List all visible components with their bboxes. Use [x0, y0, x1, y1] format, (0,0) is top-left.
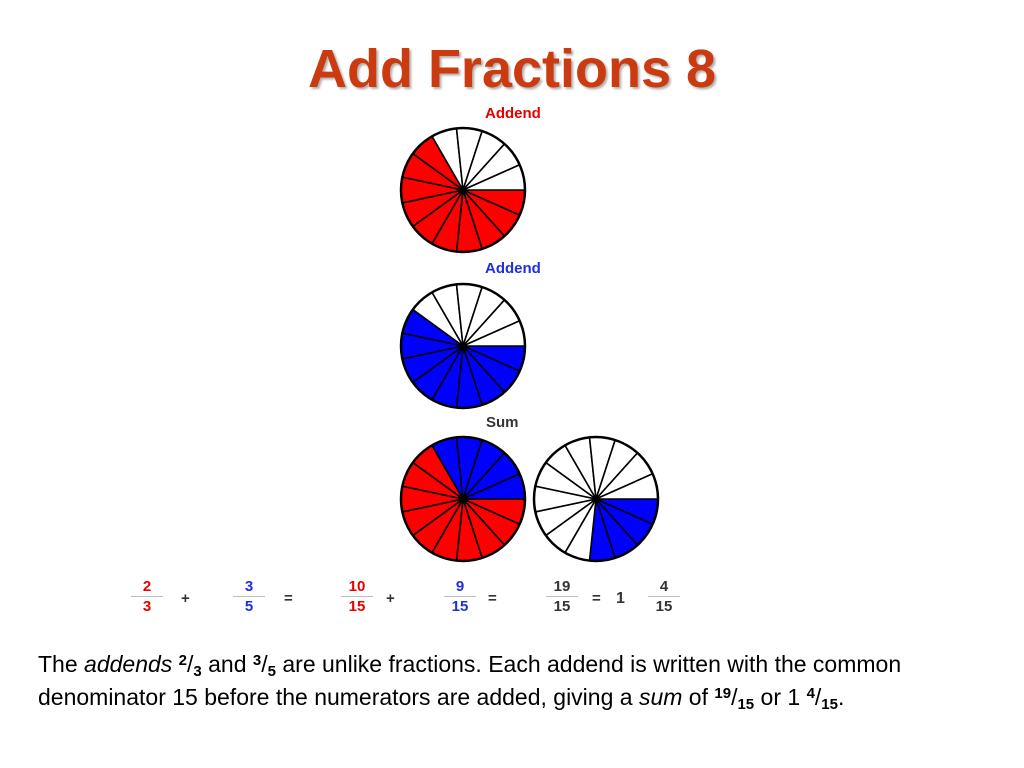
- fraction-bar: [341, 596, 373, 597]
- whole-number: 1: [616, 590, 625, 607]
- equals-sign: =: [592, 590, 601, 607]
- denominator: 15: [348, 598, 366, 615]
- equals-sign: =: [488, 590, 497, 607]
- fraction-3-5: 3 5: [229, 577, 269, 616]
- pie-center: [460, 187, 466, 193]
- sum-term: sum: [638, 684, 683, 710]
- page-title: Add Fractions 8: [307, 39, 717, 99]
- addends-term: addends: [84, 651, 173, 677]
- denominator: 5: [244, 598, 254, 615]
- numerator: 2: [142, 578, 152, 595]
- plus-sign: +: [386, 590, 395, 607]
- numerator: 9: [455, 578, 465, 595]
- sum-pie-left: [399, 435, 527, 563]
- fraction-2-3: 2 3: [127, 577, 167, 616]
- sum-pie-right: [532, 435, 660, 563]
- fraction-9-15: 9 15: [440, 577, 480, 616]
- denominator: 15: [451, 598, 469, 615]
- denominator: 3: [142, 598, 152, 615]
- pie-outline: [532, 435, 660, 563]
- pie-center: [460, 343, 466, 349]
- addend-label-1: Addend: [485, 105, 541, 122]
- fraction-bar: [233, 596, 265, 597]
- pie-outline: [399, 282, 527, 410]
- denominator: 15: [553, 598, 571, 615]
- sum-label: Sum: [486, 414, 519, 431]
- addend-pie-1: [399, 126, 527, 254]
- fraction-4-15: 4 15: [644, 577, 684, 616]
- numerator: 19: [553, 578, 571, 595]
- fraction-bar: [131, 596, 163, 597]
- fraction-bar: [444, 596, 476, 597]
- numerator: 3: [244, 578, 254, 595]
- fraction-19-15: 19 15: [542, 577, 582, 616]
- equals-sign: =: [284, 590, 293, 607]
- fraction-bar: [546, 596, 578, 597]
- denominator: 15: [655, 598, 673, 615]
- plus-sign: +: [181, 590, 190, 607]
- numerator: 4: [659, 578, 669, 595]
- pie-center: [593, 496, 599, 502]
- pie-outline: [399, 126, 527, 254]
- fraction-10-15: 10 15: [337, 577, 377, 616]
- numerator: 10: [348, 578, 366, 595]
- pie-outline: [399, 435, 527, 563]
- addend-pie-2: [399, 282, 527, 410]
- explanation-text: The addends 2/3 and 3/5 are unlike fract…: [38, 651, 902, 713]
- fraction-bar: [648, 596, 680, 597]
- addend-label-2: Addend: [485, 260, 541, 277]
- pie-center: [460, 496, 466, 502]
